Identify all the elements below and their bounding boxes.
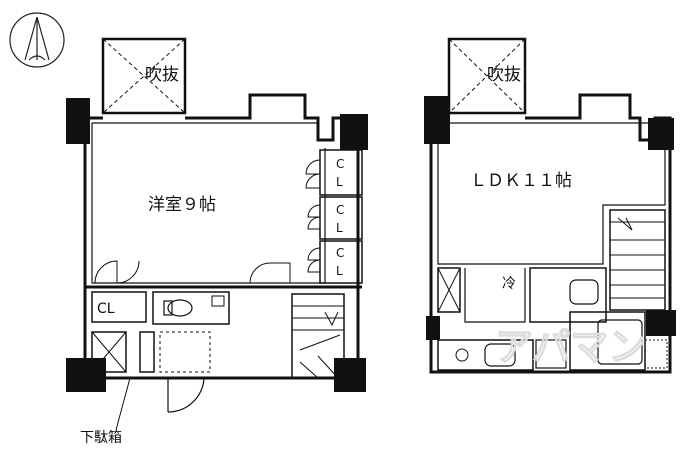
closet-c-2: C (336, 203, 344, 217)
void-label-upper: 吹抜 (487, 65, 521, 85)
closet-l-1: L (336, 175, 343, 189)
upper-floor-plan (424, 37, 676, 374)
compass-icon (9, 12, 65, 68)
closet-l-2: L (336, 221, 343, 235)
void-label-lower: 吹抜 (145, 65, 179, 85)
lower-floor-plan (66, 37, 368, 431)
closet-label-bottom: CL (97, 301, 115, 317)
shoe-box-label: 下駄箱 (80, 430, 122, 446)
room-label-lower: 洋室９帖 (148, 195, 216, 215)
void-area-upper (447, 37, 527, 115)
closet-c-3: C (336, 246, 344, 260)
fridge-label: 冷 (502, 276, 516, 292)
watermark-logo: アパマン (495, 325, 646, 369)
closet-c-1: C (336, 157, 344, 171)
closet-l-3: L (336, 264, 343, 278)
void-area (101, 37, 187, 115)
room-label-upper: ＬＤＫ１１帖 (470, 171, 572, 191)
